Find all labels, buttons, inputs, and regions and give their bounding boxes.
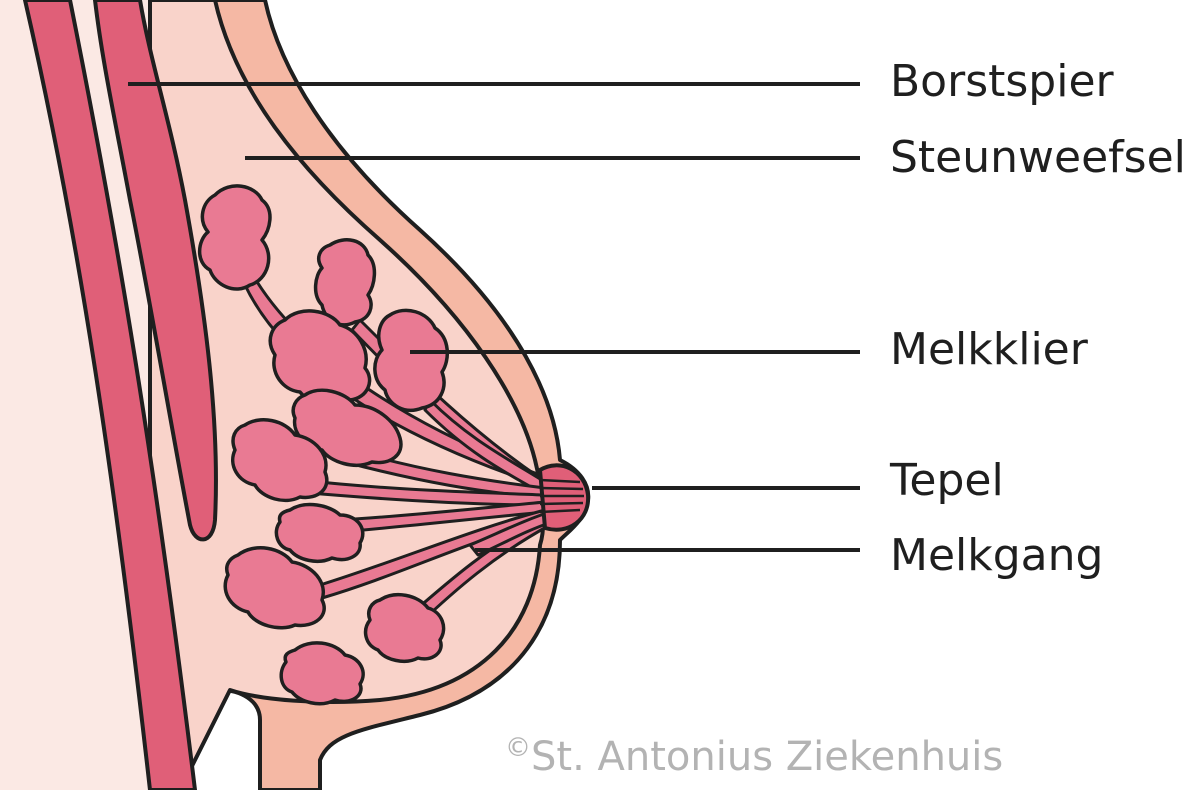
copyright-notice: ©St. Antonius Ziekenhuis (505, 733, 1003, 780)
label-steunweefsel: Steunweefsel (890, 132, 1186, 183)
label-tepel: Tepel (889, 455, 1004, 506)
label-melkgang: Melkgang (890, 530, 1103, 581)
copyright-text: St. Antonius Ziekenhuis (531, 734, 1003, 780)
gland-lobule (200, 186, 270, 289)
copyright-symbol: © (505, 733, 531, 763)
label-borstspier: Borstspier (890, 56, 1115, 107)
label-melkklier: Melkklier (890, 324, 1089, 375)
nipple (540, 465, 588, 529)
